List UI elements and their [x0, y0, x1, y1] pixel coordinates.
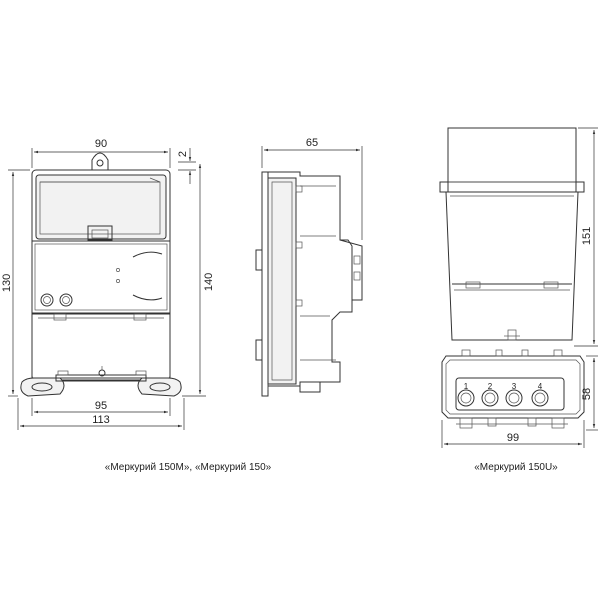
terminal-label: 1 — [464, 382, 469, 391]
dim-front-height-total: 130 — [1, 274, 13, 292]
caption-right: «Меркурий 150U» — [474, 462, 558, 473]
u-top-view — [439, 127, 585, 341]
dim-front-width: 90 — [95, 138, 107, 150]
dim-front-height-right: 140 — [203, 273, 215, 291]
dim-side-depth: 65 — [306, 137, 318, 149]
u-bottom-view: 1 2 3 4 — [441, 349, 585, 429]
dim-front-overall-width: 113 — [92, 414, 110, 426]
side-dimensions: 65 — [261, 137, 363, 240]
dim-front-base-width: 95 — [95, 400, 107, 412]
dim-front-gap: 2 — [177, 151, 189, 157]
side-view — [255, 171, 363, 397]
terminal-label: 4 — [538, 382, 543, 391]
terminal-label: 3 — [512, 382, 517, 391]
caption-left: «Меркурий 150М», «Меркурий 150» — [105, 462, 272, 473]
front-view — [20, 152, 182, 397]
front-dimensions: 90 2 130 140 95 113 — [1, 138, 215, 430]
u-dimensions: 151 58 99 — [441, 127, 598, 448]
dim-u-top-height: 151 — [581, 227, 593, 245]
dim-u-bottom-height: 58 — [581, 388, 593, 400]
dim-u-width: 99 — [507, 432, 519, 444]
terminal-label: 2 — [488, 382, 493, 391]
